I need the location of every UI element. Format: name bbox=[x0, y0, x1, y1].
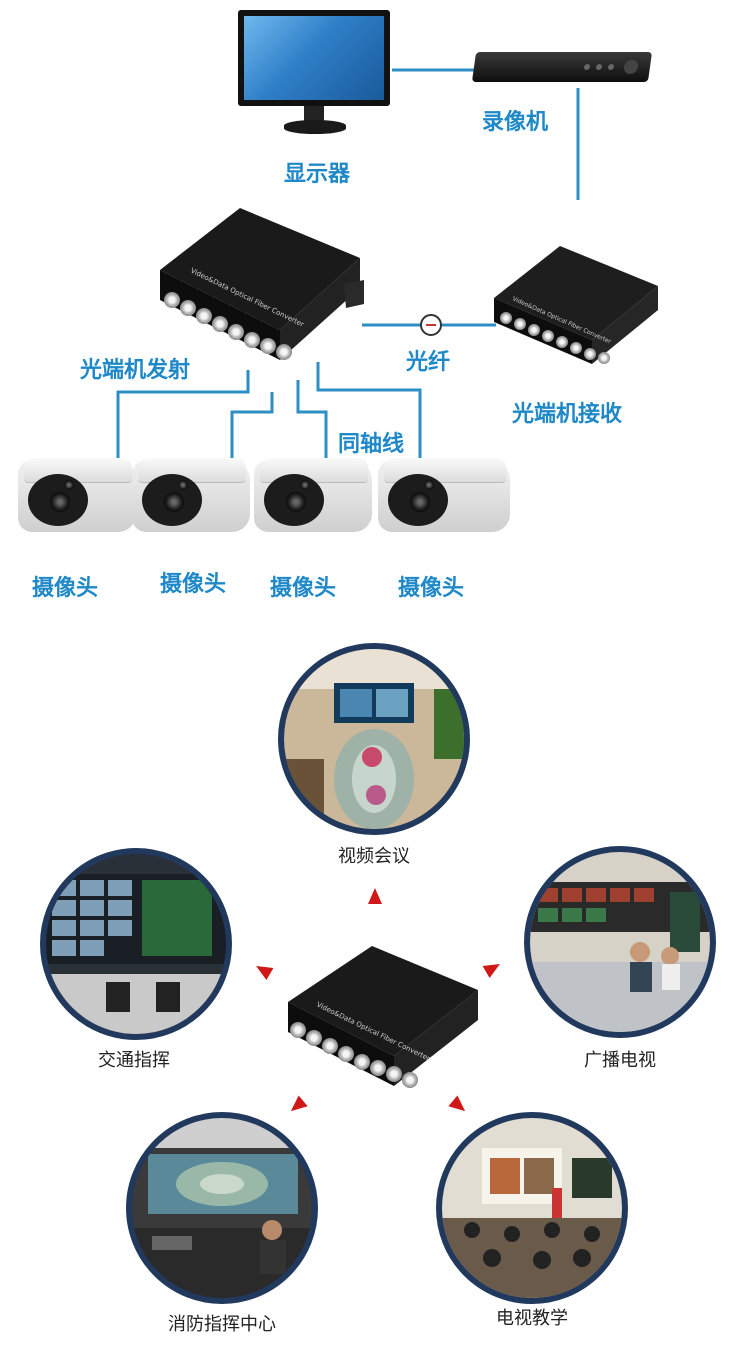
transmitter-label: 光端机发射 bbox=[80, 358, 191, 383]
monitor-label: 显示器 bbox=[284, 162, 351, 187]
bnc-connector-icon bbox=[354, 1054, 370, 1070]
video-conference-label: 视频会议 bbox=[338, 846, 410, 867]
monitor-base bbox=[284, 120, 346, 134]
recorder-label: 录像机 bbox=[482, 110, 549, 135]
recorder-icon bbox=[471, 52, 653, 82]
arrow-down-right-icon bbox=[448, 1095, 470, 1117]
connection-lines bbox=[116, 68, 580, 468]
bnc-connector-icon bbox=[500, 312, 512, 324]
coax-label: 同轴线 bbox=[338, 432, 405, 457]
tv-teaching-photo bbox=[436, 1112, 628, 1304]
transmitter-device-icon: Video&Data Optical Fiber Converter bbox=[160, 208, 364, 360]
traffic-command-photo bbox=[40, 848, 232, 1040]
camera-label-2: 摄像头 bbox=[160, 572, 227, 597]
camera-icon bbox=[18, 458, 136, 532]
arrow-down-left-icon bbox=[286, 1095, 308, 1117]
camera-icon bbox=[132, 458, 250, 532]
bnc-connector-icon bbox=[212, 316, 228, 332]
fiber-label: 光纤 bbox=[406, 350, 451, 375]
bnc-connector-icon bbox=[598, 352, 610, 364]
bnc-connector-icon bbox=[276, 344, 292, 360]
broadcast-tv-photo bbox=[524, 846, 716, 1038]
bnc-connector-icon bbox=[556, 336, 568, 348]
arrow-up-icon bbox=[368, 888, 382, 904]
bnc-connector-icon bbox=[514, 318, 526, 330]
camera-label-3: 摄像头 bbox=[270, 576, 337, 601]
bnc-connector-icon bbox=[402, 1072, 418, 1088]
bnc-connector-icon bbox=[584, 348, 596, 360]
traffic-command-label: 交通指挥 bbox=[98, 1050, 170, 1071]
camera-label-4: 摄像头 bbox=[398, 576, 465, 601]
monitor-icon bbox=[238, 10, 390, 106]
bnc-connector-icon bbox=[196, 308, 212, 324]
camera-icon bbox=[378, 458, 510, 532]
bnc-connector-icon bbox=[290, 1022, 306, 1038]
receiver-label: 光端机接收 bbox=[512, 402, 623, 427]
bnc-connector-icon bbox=[528, 324, 540, 336]
tv-teaching-label: 电视教学 bbox=[496, 1308, 568, 1329]
bnc-connector-icon bbox=[164, 292, 180, 308]
broadcast-tv-label: 广播电视 bbox=[584, 1050, 656, 1071]
bnc-connector-icon bbox=[260, 338, 276, 354]
bnc-connector-icon bbox=[570, 342, 582, 354]
bnc-connector-icon bbox=[228, 324, 244, 340]
bnc-connector-icon bbox=[322, 1038, 338, 1054]
bnc-connector-icon bbox=[542, 330, 554, 342]
camera-label-1: 摄像头 bbox=[32, 576, 99, 601]
fire-command-center-photo bbox=[126, 1112, 318, 1304]
bnc-connector-icon bbox=[338, 1046, 354, 1062]
fire-command-center-label: 消防指挥中心 bbox=[168, 1314, 276, 1335]
camera-icon bbox=[254, 458, 372, 532]
arrow-left-icon bbox=[252, 959, 274, 981]
bnc-connector-icon bbox=[370, 1060, 386, 1076]
bnc-connector-icon bbox=[306, 1030, 322, 1046]
monitor-stand bbox=[304, 106, 324, 122]
fiber-connector-icon bbox=[420, 314, 442, 336]
video-conference-photo bbox=[278, 643, 470, 835]
bnc-connector-icon bbox=[180, 300, 196, 316]
bnc-connector-icon bbox=[244, 332, 260, 348]
bnc-connector-icon bbox=[386, 1066, 402, 1082]
